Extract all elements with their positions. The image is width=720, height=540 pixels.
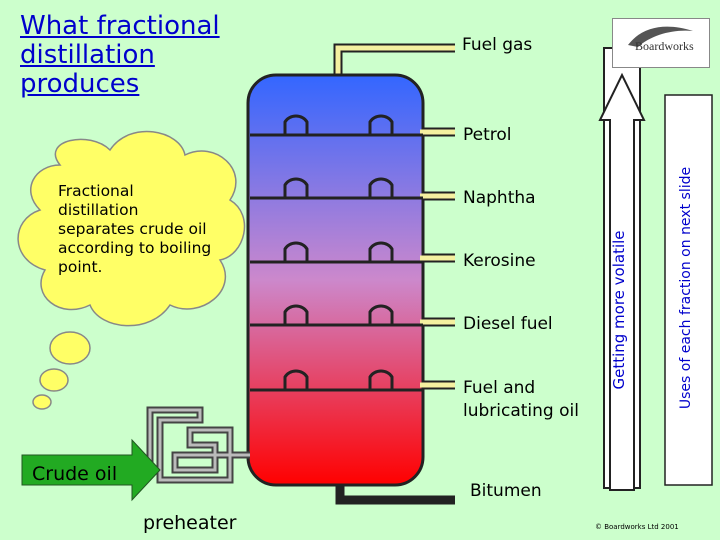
fraction-fuel-lubricating-oil: Fuel and lubricating oil	[463, 378, 579, 421]
preheater-label: preheater	[143, 512, 237, 534]
column-trays	[250, 114, 423, 392]
logo-text: Boardworks	[635, 39, 694, 53]
fraction-bitumen: Bitumen	[470, 481, 542, 501]
fraction-naphtha: Naphtha	[463, 188, 536, 208]
bitumen-pipe	[335, 485, 455, 505]
fraction-fuel-gas: Fuel gas	[462, 35, 533, 55]
bubble-text: Fractional distillation separates crude …	[58, 182, 212, 276]
fraction-kerosine: Kerosine	[463, 251, 536, 271]
copyright: © Boardworks Ltd 2001	[595, 523, 679, 531]
up-arrow-icon	[598, 72, 646, 491]
page-title: What fractional distillation produces	[20, 11, 220, 99]
logo-swoosh-icon	[628, 26, 693, 47]
boardworks-logo: Boardworks	[612, 18, 710, 68]
uses-box	[664, 94, 713, 486]
crude-oil-label: Crude oil	[32, 463, 118, 485]
uses-label[interactable]: Uses of each fraction on next slide	[678, 166, 694, 410]
thought-bubble	[17, 130, 246, 410]
fraction-petrol: Petrol	[463, 125, 512, 145]
volatility-label: Getting more volatile	[610, 230, 628, 390]
fraction-diesel-fuel: Diesel fuel	[463, 314, 553, 334]
crude-oil-arrow	[21, 438, 161, 502]
